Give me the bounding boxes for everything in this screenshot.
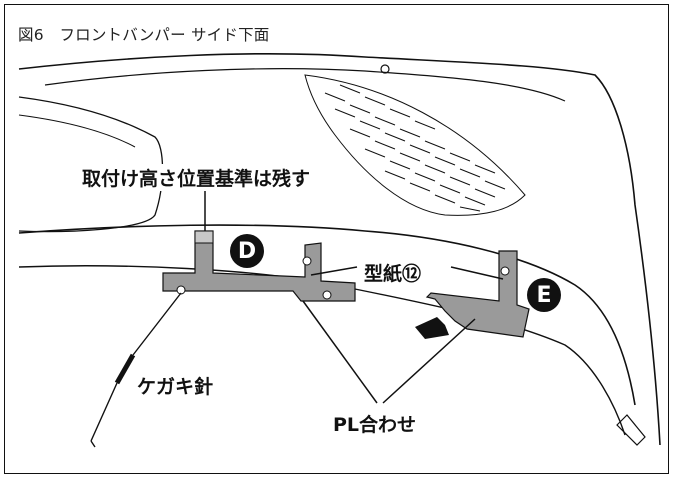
template-d-left <box>162 230 356 302</box>
callout-scriber: ケガキ針 <box>134 372 217 399</box>
bumper-outline <box>18 52 661 446</box>
leader-lines <box>204 191 504 404</box>
callout-keep-reference: 取付け高さ位置基準は残す <box>79 164 314 191</box>
callout-pattern-paper: 型紙⑫ <box>364 263 422 285</box>
left-panel-line-2 <box>18 114 136 148</box>
tape-strip <box>194 230 214 244</box>
mount-hole <box>380 64 390 74</box>
mesh-grille <box>304 74 526 216</box>
bumper-lower-edge <box>18 224 636 406</box>
bumper-end-detail <box>616 414 646 446</box>
marker-e: E <box>527 278 561 312</box>
bumper-inner-curve <box>44 68 566 102</box>
scriber-needle-drawing <box>90 292 182 448</box>
arrow-shape <box>415 317 449 339</box>
bumper-lower-edge-2 <box>18 265 626 436</box>
marker-d: D <box>230 234 264 268</box>
leader-pl-right <box>382 318 476 404</box>
leader-pattern-right <box>450 266 504 280</box>
leader-pattern-left <box>310 266 358 276</box>
callout-pl-align: PL合わせ <box>330 410 420 437</box>
figure-frame: 図6 フロントバンパー サイド下面 取付け高さ位置基準は残す 型紙⑫ ケガキ針 … <box>4 4 669 474</box>
figure-title: 図6 フロントバンパー サイド下面 <box>18 26 270 44</box>
bumper-illustration <box>18 52 661 448</box>
leader-pl-left <box>302 300 378 404</box>
